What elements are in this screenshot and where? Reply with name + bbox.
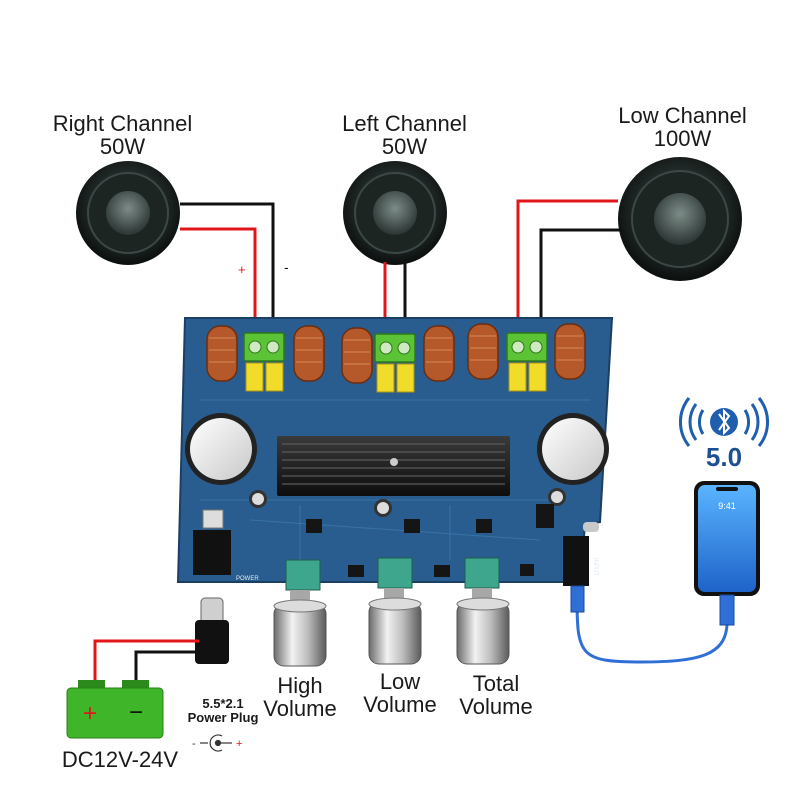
right-speaker-label: Right Channel 50W [40, 112, 205, 158]
battery-icon [66, 680, 164, 739]
low-speaker-label: Low Channel 100W [600, 104, 765, 150]
total-volume-knob[interactable] [456, 588, 510, 665]
right-speaker-wires [180, 202, 275, 345]
total-volume-line1: Total [472, 671, 520, 696]
right-speaker-icon [76, 161, 180, 265]
left-speaker-label: Left Channel 50W [322, 112, 487, 158]
chips [306, 504, 554, 577]
high-volume-line1: High [277, 673, 323, 698]
speaker-terminals [243, 332, 548, 363]
phone-icon [694, 481, 760, 596]
battery-minus: − [129, 699, 143, 726]
low-speaker-icon [618, 157, 742, 281]
high-volume-label: High Volume [250, 674, 350, 720]
low-speaker-wires [516, 199, 622, 345]
low-volume-line1: Low [379, 669, 421, 694]
board-input-label: INPUT [592, 558, 598, 576]
right-speaker-name: Right Channel [52, 111, 193, 136]
polarity-plus: + [236, 738, 242, 750]
board-power-jack [193, 530, 231, 575]
power-plug-icon [195, 597, 229, 664]
low-speaker-power: 100W [653, 126, 712, 152]
power-plug-name: Power Plug [187, 709, 259, 725]
audio-cable [570, 585, 735, 664]
low-volume-knob[interactable] [368, 588, 422, 665]
low-speaker-name: Low Channel [618, 103, 747, 128]
low-volume-label: Low Volume [350, 670, 450, 716]
power-plug-label: 5.5*2.1 Power Plug [168, 697, 278, 724]
right-minus-mark: - [284, 259, 289, 275]
high-volume-knob[interactable] [273, 590, 327, 667]
heatsink [277, 436, 510, 496]
right-plus-mark: + [238, 262, 246, 277]
left-speaker-icon [343, 161, 447, 265]
left-speaker-name: Left Channel [342, 111, 467, 136]
polarity-minus: - [192, 738, 196, 750]
dc-voltage-label: DC12V-24V [61, 747, 179, 772]
low-volume-line2: Volume [363, 692, 437, 718]
board-power-label: POWER [236, 576, 259, 582]
board-audio-jack [563, 536, 589, 586]
battery-plus: + [83, 700, 97, 727]
amplifier-board: POWER INPUT [176, 317, 614, 591]
electrolytic-capacitors [185, 413, 609, 517]
film-capacitors [245, 362, 547, 393]
high-volume-line2: Volume [263, 696, 337, 722]
power-plug-size: 5.5*2.1 [202, 696, 244, 711]
polarity-symbol [200, 734, 232, 752]
bluetooth-icon [679, 397, 769, 447]
bluetooth-version: 5.0 [705, 442, 743, 472]
total-volume-line2: Volume [459, 694, 533, 720]
power-wires [93, 639, 199, 686]
left-speaker-power: 50W [381, 134, 428, 160]
total-volume-label: Total Volume [446, 672, 546, 718]
phone-time: 9:41 [718, 501, 736, 511]
inductors [206, 323, 586, 384]
right-speaker-power: 50W [99, 134, 146, 160]
